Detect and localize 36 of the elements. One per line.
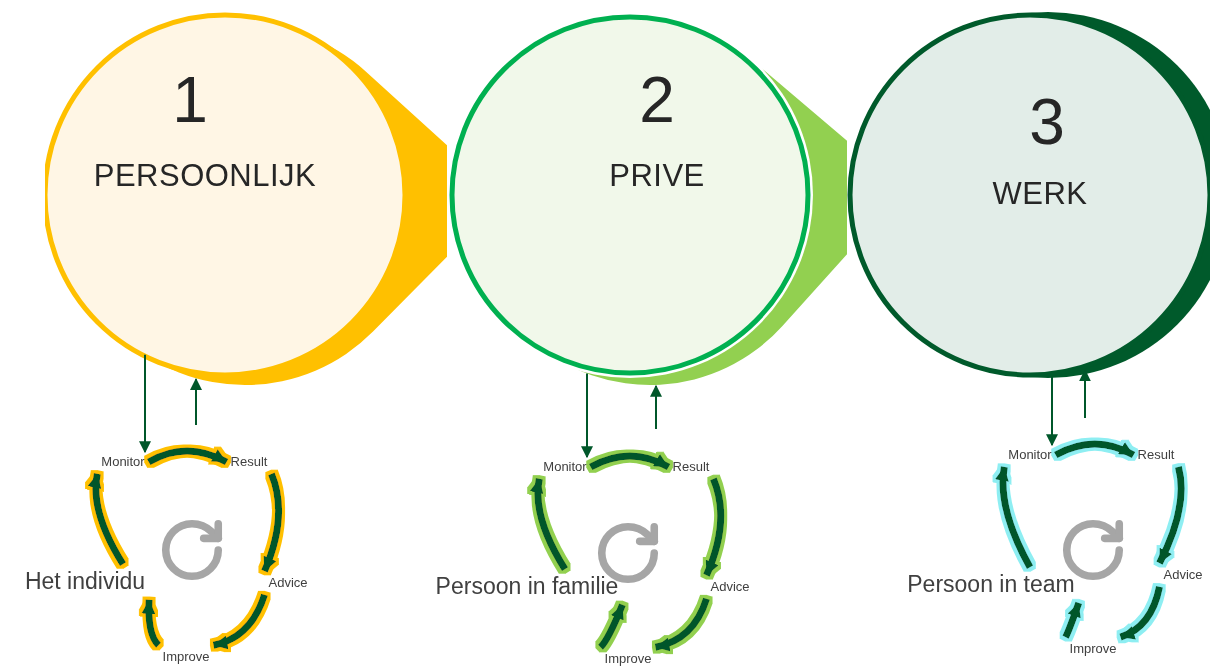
cycle-arrow (1054, 440, 1136, 459)
cycle-step-label: Monitor (101, 454, 145, 470)
step-number: 3 (1029, 90, 1065, 154)
cycle-arrow (654, 597, 710, 651)
cycle-step-label: Result (1137, 447, 1175, 463)
arrow (650, 384, 662, 430)
cycle-step-label: Improve (604, 651, 652, 667)
cycle-step-label: Result (230, 454, 268, 470)
step-number: 2 (639, 68, 675, 132)
cycle-arrow (147, 447, 229, 466)
group-label: Het individu (24, 568, 146, 596)
step-title: WERK (992, 177, 1088, 209)
group-label: Persoon in team (907, 571, 1075, 599)
cycle-arrow (1119, 586, 1163, 641)
cycle-step-label: Improve (1069, 641, 1117, 657)
step-number: 1 (172, 68, 208, 132)
step-title: PERSOONLIJK (93, 159, 317, 191)
cycle-step-label: Advice (1163, 567, 1203, 583)
arrow (190, 378, 202, 426)
arrow (139, 353, 151, 454)
circle-step-node (447, 12, 847, 388)
arrow (581, 372, 593, 459)
circle-step-node (45, 12, 447, 388)
cycle-step-label: Monitor (1008, 447, 1052, 463)
cycle-step-label: Result (672, 459, 710, 475)
cycle-step-label: Advice (710, 579, 750, 595)
cycle-step-label: Improve (162, 649, 210, 665)
arrow (1046, 375, 1058, 447)
cycle-arrow (1062, 601, 1083, 639)
cycle-arrow (212, 593, 268, 649)
cycle-arrow (589, 452, 671, 471)
cycle-arrow (597, 603, 626, 650)
cycle-step-label: Advice (268, 575, 308, 591)
group-label: Persoon in familie (435, 573, 619, 601)
step-title: PRIVE (609, 159, 705, 191)
cycle-step-label: Monitor (543, 459, 587, 475)
